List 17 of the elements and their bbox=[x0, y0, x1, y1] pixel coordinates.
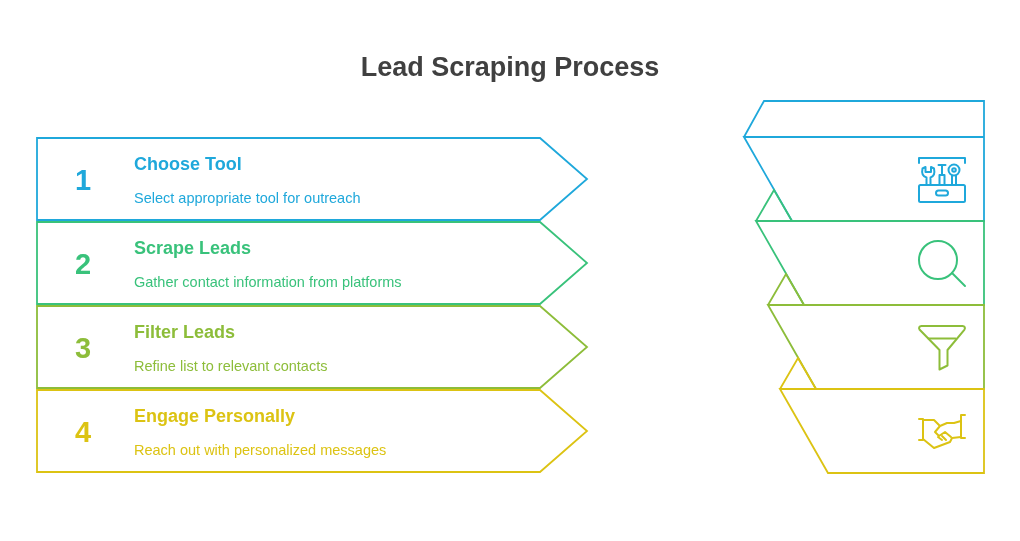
arrow-step-box bbox=[36, 137, 588, 221]
step-heading: Scrape Leads bbox=[134, 237, 252, 259]
step-number: 3 bbox=[75, 332, 92, 364]
step-description: Select appropriate tool for outreach bbox=[134, 189, 361, 207]
step-heading: Filter Leads bbox=[134, 321, 236, 343]
step-description: Gather contact information from platforms bbox=[134, 273, 402, 291]
arrow-step-box bbox=[36, 221, 588, 305]
step-number: 4 bbox=[75, 416, 92, 448]
arrow-step-box bbox=[36, 305, 588, 389]
step-heading: Choose Tool bbox=[134, 153, 242, 175]
step-heading: Engage Personally bbox=[134, 405, 296, 427]
arrow-step-box bbox=[36, 389, 588, 473]
step-number: 1 bbox=[75, 164, 92, 196]
step-description: Reach out with personalized messages bbox=[134, 441, 387, 459]
step-description: Refine list to relevant contacts bbox=[134, 357, 328, 375]
step-number: 2 bbox=[75, 248, 92, 280]
diagram-title: Lead Scraping Process bbox=[360, 51, 660, 84]
